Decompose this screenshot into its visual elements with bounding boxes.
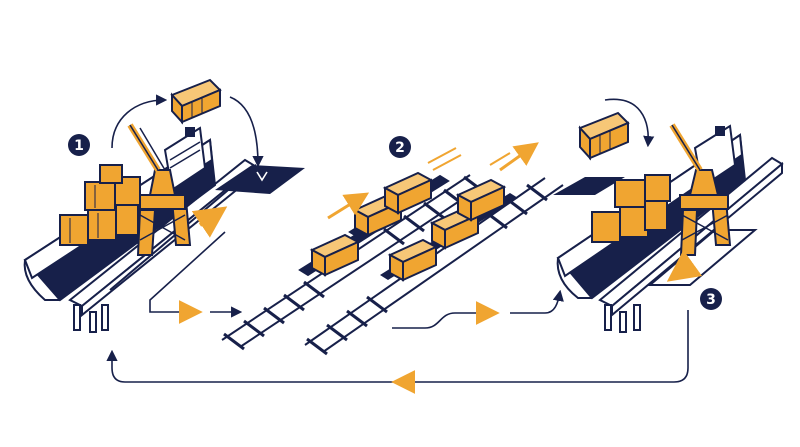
- arrow-lift-to-right-ship: [604, 98, 655, 148]
- step-number-1: 1: [74, 138, 84, 154]
- left-ship-containers: [59, 164, 141, 246]
- left-lifted-container-icon: [170, 78, 222, 125]
- motion-streaks: [427, 147, 511, 171]
- step-number-2: 2: [395, 140, 405, 156]
- arrow-down-orange-right: [666, 250, 703, 282]
- right-crane-icon: [669, 123, 732, 256]
- motion-arrow-2: [499, 142, 539, 172]
- step-badge-3: 3: [700, 288, 722, 310]
- containers-track1: [309, 171, 434, 277]
- step-badge-2: 2: [389, 136, 411, 158]
- arrow-ship-to-lift: [111, 94, 168, 149]
- right-lifted-container-icon: [578, 111, 630, 161]
- arrow-up-orange-left: [191, 206, 228, 238]
- rail-yard-scene: 2: [221, 136, 564, 356]
- right-port-scene: 3: [553, 98, 784, 333]
- return-loop-route: [106, 310, 689, 383]
- route-rail-to-ship: [392, 312, 478, 329]
- arrow-lift-to-pad: [229, 96, 264, 168]
- containers-track2: [387, 178, 507, 282]
- route-ship-to-rail: [149, 231, 226, 313]
- step-number-3: 3: [706, 292, 716, 308]
- left-landing-pad: [215, 165, 305, 194]
- motion-arrow-1: [327, 192, 370, 220]
- right-ship-containers: [591, 174, 671, 243]
- left-crane-icon: [127, 123, 192, 256]
- left-port-scene: 1: [23, 78, 305, 333]
- right-landing-pad: [553, 177, 625, 195]
- step-badge-1: 1: [68, 134, 90, 156]
